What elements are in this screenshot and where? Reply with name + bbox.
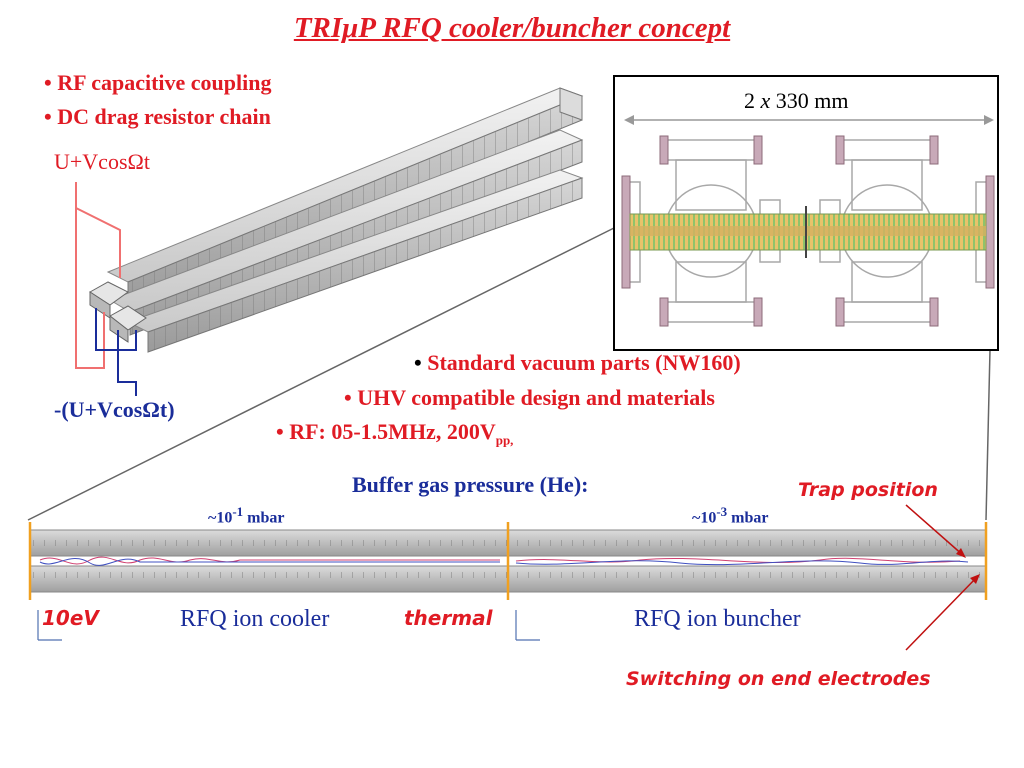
bullet-rf-coupling: • RF capacitive coupling [44,70,272,95]
energy-label: 10eV [42,606,99,630]
bullet-uhv-text: UHV compatible design and materials [357,385,715,410]
pressure-right-label: ~10-3 mbar [692,504,769,527]
bullet-rf-subscript: pp, [495,432,514,448]
pressure-left-unit: mbar [247,509,285,527]
bullet-uhv: • UHV compatible design and materials [344,385,715,410]
pressure-left-exp: -1 [232,504,244,519]
pressure-left-label: ~10-1 mbar [208,504,285,527]
voltage-negative-label: -(U+VcosΩt) [54,397,175,422]
dimension-value: 330 mm [775,88,849,113]
rfq-rod-assembly [89,87,584,353]
dimension-prefix: 2 [744,88,755,113]
zoom-line-right [985,349,991,521]
voltage-wiring [75,182,137,396]
buncher-label: RFQ ion buncher [634,606,801,632]
pressure-left-base: ~10 [208,509,233,527]
thermal-label: thermal [404,606,493,630]
cooler-label: RFQ ion cooler [180,606,330,632]
pressure-right-base: ~10 [692,509,717,527]
bullet-dc-drag: • DC drag resistor chain [44,104,271,129]
bullet-vacuum-parts: • Standard vacuum parts (NW160) [414,350,741,375]
vacuum-chamber-inset [613,75,999,351]
dimension-x: x [760,88,771,113]
dimension-label: 2 x 330 mm [744,88,849,114]
switching-label: Switching on end electrodes [626,668,931,690]
page-title: TRIμP RFQ cooler/buncher concept [293,12,731,44]
pressure-right-exp: -3 [716,504,728,519]
bullet-vacuum-parts-text: Standard vacuum parts (NW160) [427,350,741,375]
pressure-right-unit: mbar [731,509,769,527]
buffer-gas-label: Buffer gas pressure (He): [352,472,589,497]
zoom-line-left [27,227,615,521]
bullet-rf-coupling-text: RF capacitive coupling [57,70,272,95]
trap-position-label: Trap position [798,479,938,501]
bullet-rf: • RF: 05-1.5MHz, 200Vpp, [276,419,514,448]
voltage-positive-label: U+VcosΩt [54,149,150,174]
bullet-rf-text: RF: 05-1.5MHz, 200V [289,419,496,444]
bullet-dc-drag-text: DC drag resistor chain [57,104,271,129]
